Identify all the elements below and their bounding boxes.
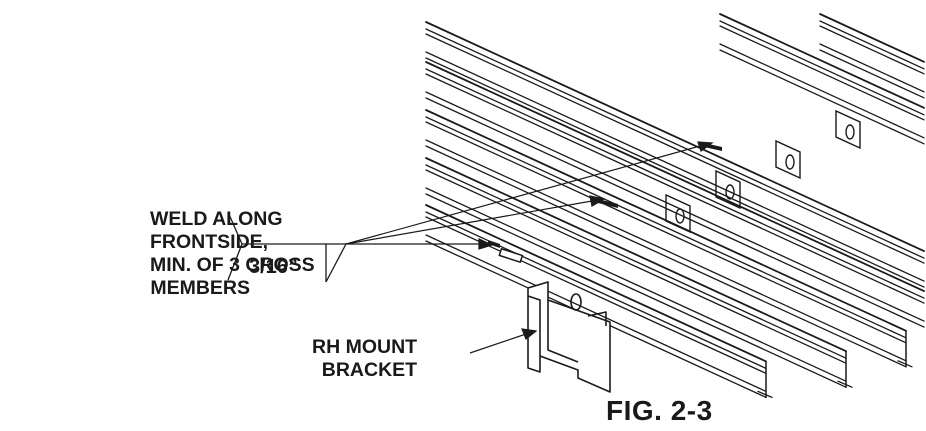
beam-edge	[425, 33, 925, 264]
beam-edge	[425, 139, 907, 362]
beam-edge	[425, 57, 925, 288]
beam-edge	[425, 91, 925, 322]
beam-edge	[425, 68, 925, 299]
weld-symbol	[227, 211, 347, 283]
beam-edge	[425, 51, 925, 282]
cross-member-tie	[835, 109, 861, 150]
cross-member-hole	[845, 124, 855, 140]
beam-edge	[425, 187, 847, 382]
rh-mount-bracket-label: RH MOUNT BRACKET	[312, 336, 417, 382]
beam-edge	[425, 234, 767, 393]
weld-instruction-line-4: MEMBERS	[150, 277, 250, 299]
beam-edge	[719, 43, 925, 139]
i-beam-rails	[425, 13, 925, 399]
beam-edge	[719, 13, 925, 109]
cross-member-hole	[675, 208, 685, 224]
beam-edge	[425, 204, 767, 363]
weld-instruction-label: WELD ALONG FRONTSIDE, MIN. OF 3 CROSS ME…	[150, 208, 315, 300]
beam-edge	[897, 360, 913, 368]
beam-edge	[425, 164, 847, 359]
beam-edge	[425, 73, 925, 304]
beam-edge	[819, 43, 925, 93]
beam-edge	[425, 28, 925, 259]
beam-edge	[819, 20, 925, 70]
figure-caption: FIG. 2-3	[606, 395, 713, 426]
cross-member-hole	[785, 154, 795, 170]
beam-edge	[719, 25, 925, 121]
leader-lines	[345, 141, 714, 354]
beam-edge	[819, 25, 925, 75]
beam-edge	[819, 13, 925, 63]
beam-edge	[719, 49, 925, 145]
weld-instruction-line-3: MIN. OF 3 CROSS	[150, 254, 315, 276]
beam-edge	[719, 20, 925, 116]
beam-edge	[425, 21, 925, 252]
cross-member-hole	[725, 184, 735, 200]
beam-edge	[425, 157, 847, 353]
beam-edge	[425, 145, 907, 368]
rh-mount-bracket-shape	[527, 281, 611, 393]
beam-edge	[425, 169, 847, 364]
beam-edge	[425, 211, 767, 370]
beam-edge	[837, 380, 853, 388]
beam-edge	[757, 390, 773, 399]
beam-edge	[425, 61, 925, 292]
bracket-label-line-1: RH MOUNT	[312, 336, 418, 358]
weld-marks	[488, 143, 722, 264]
beam-edge	[425, 193, 847, 388]
beam-edge	[425, 121, 907, 344]
bracket-label-line-2: BRACKET	[321, 359, 418, 381]
beam-edge	[425, 97, 925, 328]
beam-edge	[425, 116, 907, 339]
weld-size-label: 3/16”	[249, 256, 298, 278]
weld-instruction-line-2: FRONTSIDE,	[150, 231, 269, 253]
cross-member-tie	[715, 169, 741, 210]
weld-instruction-line-1: WELD ALONG	[150, 208, 283, 230]
cross-members	[665, 109, 861, 234]
cross-member-tie	[775, 139, 801, 180]
beam-edge	[819, 49, 925, 99]
cross-member-tie	[665, 193, 691, 234]
